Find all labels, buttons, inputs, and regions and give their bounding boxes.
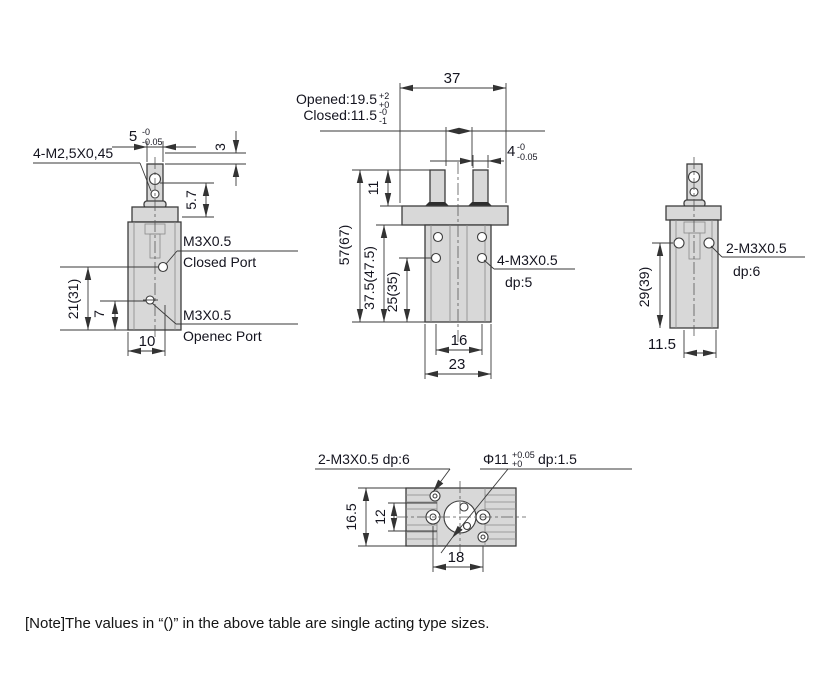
closed-tol-lower: -1	[379, 116, 387, 126]
right-port-hole-right	[703, 237, 715, 249]
dim-11: 11	[365, 181, 381, 196]
label-open-port: Openec Port	[183, 328, 262, 344]
label-bore-depth: dp:1.5	[538, 451, 577, 467]
dim-37-5: 37.5(47.5)	[361, 246, 377, 310]
front-mount-hole-left	[430, 252, 442, 264]
dim-3: 3	[212, 143, 228, 151]
dim-5-7: 5.7	[183, 190, 199, 210]
note-text: [Note]The values in “()” in the above ta…	[25, 615, 489, 632]
front-flange	[401, 205, 509, 226]
bore-tol-upper: +0.05	[512, 450, 535, 460]
label-closed-port-thread: M3X0.5	[183, 233, 231, 249]
side-closed-port-hole	[157, 261, 169, 273]
dim-5-tol-lower: -0.05	[142, 137, 163, 147]
bottom-view: 2-M3X0.5 dp:6 Φ11 +0.05 +0 dp:1.5 16.5 1…	[315, 450, 632, 572]
dim-21-31: 21(31)	[65, 279, 81, 319]
dim-25-35: 25(35)	[384, 272, 400, 312]
right-view: 2-M3X0.5 dp:6 29(39) 11.5	[636, 157, 805, 358]
bore-tol-lower: +0	[512, 459, 522, 469]
dim-16-5: 16.5	[343, 503, 359, 530]
side-view: 5 -0 -0.05 4-M2,5X0,45 3 5.7 M3X0.5 Clos…	[33, 127, 298, 356]
label-closed-port: Closed Port	[183, 254, 256, 270]
dim-57-67: 57(67)	[336, 225, 352, 265]
opened-tol-lower: +0	[379, 100, 389, 110]
front-finger-right	[472, 169, 489, 207]
bottom-bore-hole-top	[459, 502, 469, 512]
dim-4-tol-lower: -0.05	[517, 152, 538, 162]
label-front-mount-depth: dp:5	[505, 274, 532, 290]
front-finger-left	[429, 169, 446, 207]
opened-tol-upper: +2	[379, 91, 389, 101]
dim-5-tol-upper: -0	[142, 127, 150, 137]
dim-10: 10	[139, 333, 156, 350]
right-port-hole-left	[673, 237, 685, 249]
label-bore-diameter: Φ11	[483, 451, 509, 467]
label-mounting-screws: 4-M2,5X0,45	[33, 145, 113, 161]
label-right-port-thread: 2-M3X0.5	[726, 240, 787, 256]
dim-12: 12	[372, 509, 388, 525]
dim-7: 7	[91, 310, 107, 318]
dim-29-39: 29(39)	[636, 267, 652, 307]
side-body	[127, 221, 182, 331]
label-closed: Closed:11.5	[303, 107, 377, 123]
bottom-bore-hole-bottom	[462, 521, 472, 531]
label-right-port-depth: dp:6	[733, 263, 760, 279]
label-opened: Opened:19.5	[296, 91, 377, 107]
dim-18: 18	[448, 549, 465, 566]
closed-tol-upper: -0	[379, 107, 387, 117]
dim-37: 37	[444, 70, 461, 87]
dim-16: 16	[451, 332, 468, 349]
front-view: 37 Opened:19.5 +2 +0 Closed:11.5 -0 -1 4…	[296, 70, 575, 379]
front-screw-hole-left	[432, 231, 444, 243]
bottom-ribs	[406, 494, 516, 540]
right-cap	[665, 205, 722, 221]
dim-4-tol-upper: -0	[517, 142, 525, 152]
dim-11-5: 11.5	[648, 336, 676, 353]
label-open-port-thread: M3X0.5	[183, 307, 231, 323]
dim-5: 5	[129, 128, 137, 145]
front-screw-hole-right	[476, 231, 488, 243]
dim-23: 23	[449, 356, 466, 373]
label-front-mount-thread: 4-M3X0.5	[497, 252, 558, 268]
dim-4: 4	[507, 143, 515, 160]
label-bottom-mount: 2-M3X0.5 dp:6	[318, 451, 410, 467]
